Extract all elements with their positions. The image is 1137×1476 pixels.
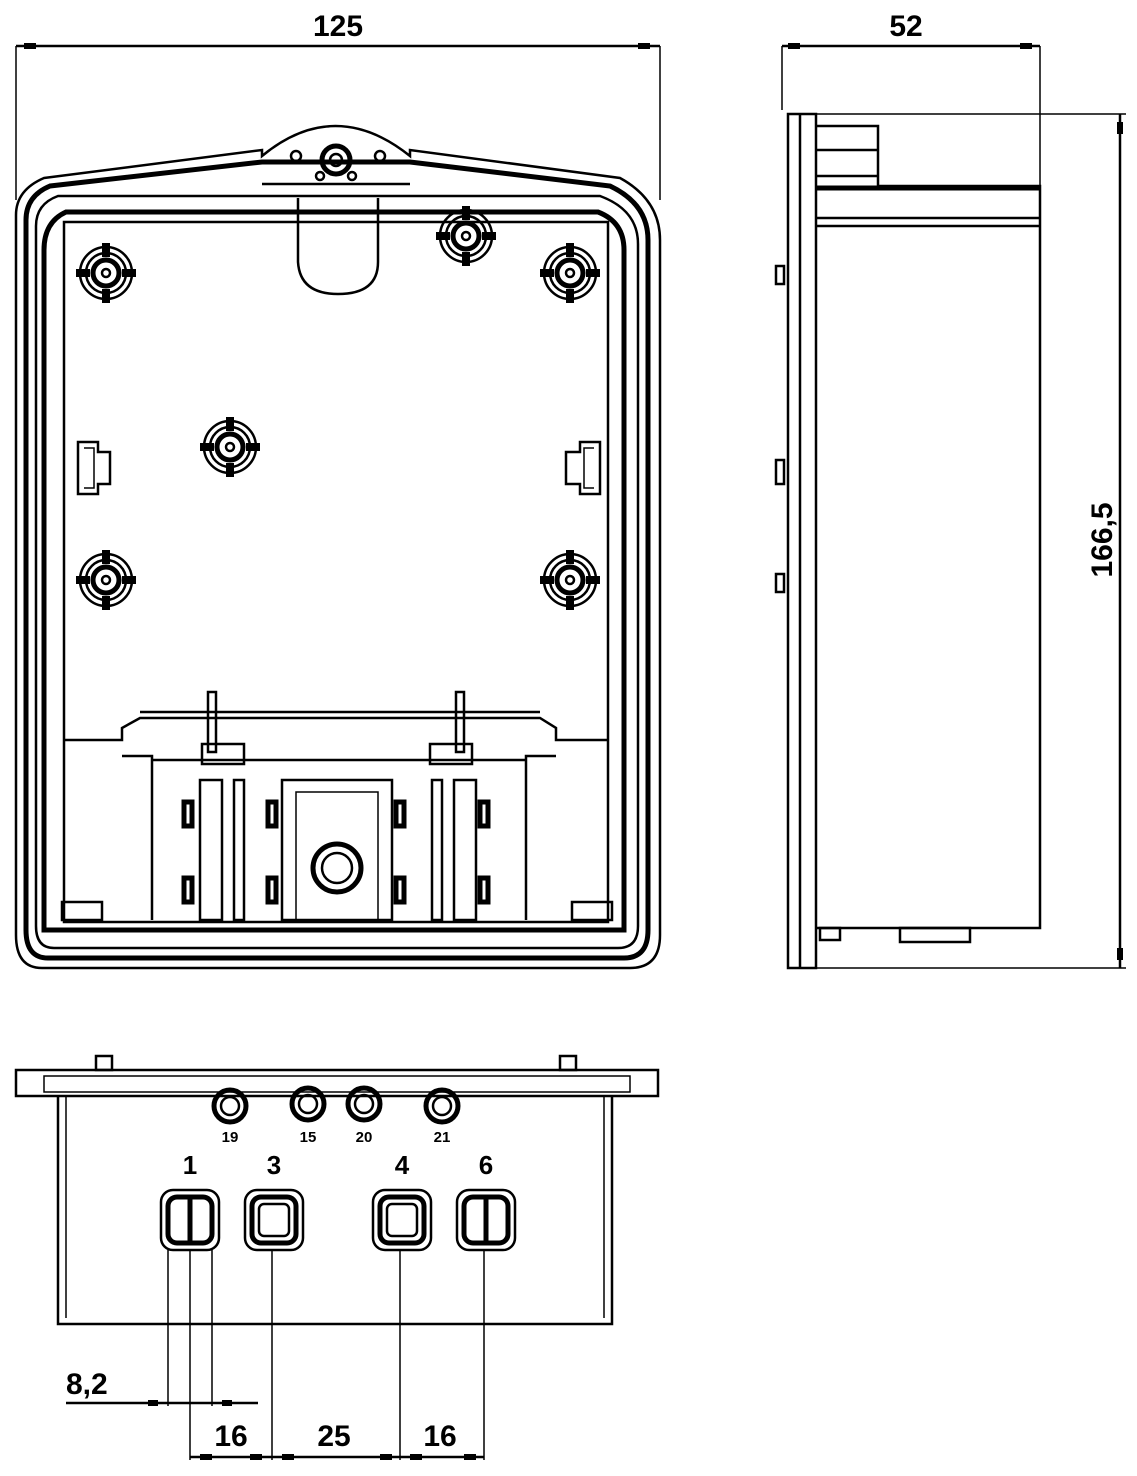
terminal-openings: 1 3 4 6: [161, 1150, 515, 1250]
terminal-label: 1: [183, 1150, 197, 1180]
bottom-dimensions: 8,2 16 25 16: [66, 1250, 485, 1460]
side-depth-dimension: 52: [781, 10, 1041, 186]
hanging-tab: [262, 143, 410, 296]
side-body: [774, 112, 1042, 970]
dim-label-spacing: 16: [214, 1420, 247, 1453]
screw-bosses: [76, 206, 600, 610]
hole-label: 15: [300, 1129, 317, 1146]
hole-label: 19: [222, 1129, 239, 1146]
dim-label-spacing: 16: [423, 1420, 456, 1453]
bottom-view: 19 15 20 21 1 3 4 6 8,2: [14, 1054, 660, 1460]
side-clips: [76, 440, 602, 496]
bottom-body: [14, 1054, 660, 1326]
dim-label-height: 166,5: [1086, 502, 1119, 577]
hole-label: 20: [356, 1129, 373, 1146]
hole-label: 21: [434, 1129, 451, 1146]
front-view: 125: [14, 10, 662, 970]
side-height-dimension: 166,5: [816, 113, 1126, 969]
dim-label-spacing: 25: [317, 1420, 350, 1453]
side-view: 52 166,5: [774, 10, 1126, 970]
dim-label-offset: 8,2: [66, 1368, 108, 1401]
terminal-block: [60, 690, 614, 922]
terminal-label: 6: [479, 1150, 493, 1180]
front-width-dimension: 125: [15, 10, 661, 200]
dim-label-depth: 52: [889, 10, 922, 43]
front-outer-contour: [14, 124, 662, 970]
small-holes: 19 15 20 21: [214, 1088, 458, 1146]
dim-label-width: 125: [313, 10, 363, 43]
terminal-label: 4: [395, 1150, 410, 1180]
terminal-label: 3: [267, 1150, 281, 1180]
